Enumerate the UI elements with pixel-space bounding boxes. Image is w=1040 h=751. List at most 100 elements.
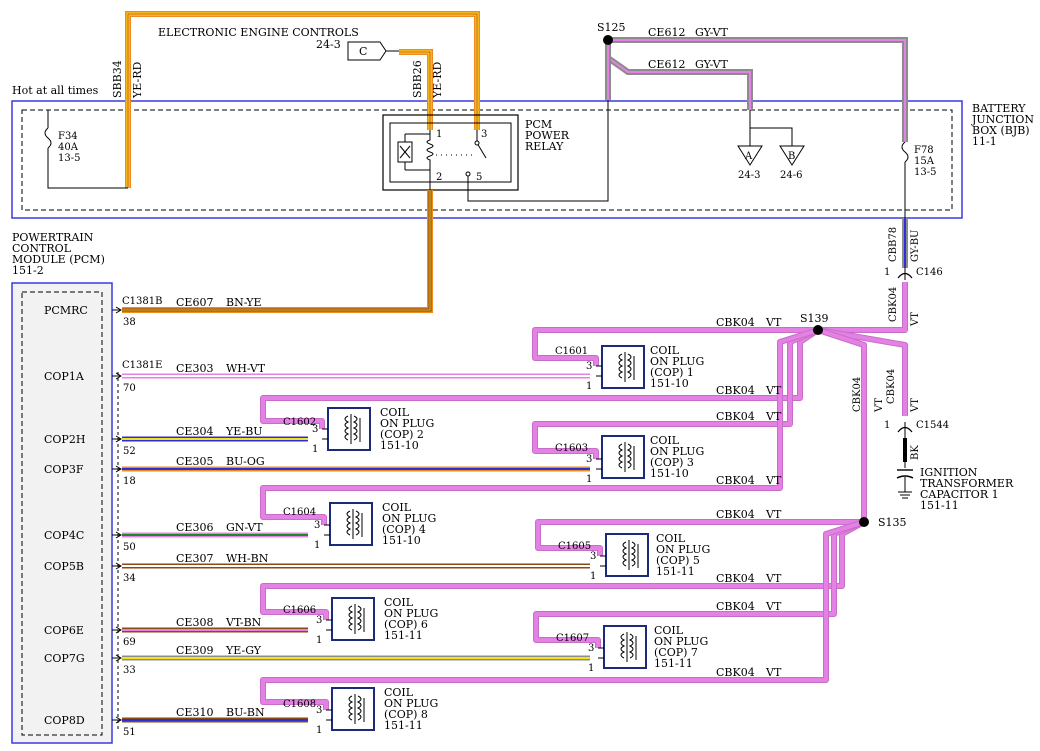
sbb26-label: SBB26 <box>411 60 424 98</box>
pcm-pin-number: 52 <box>123 446 136 457</box>
coil-pin-1: 1 <box>590 571 596 582</box>
pcm-pin-name: COP2H <box>44 433 85 446</box>
relay-pin-1: 1 <box>436 129 442 140</box>
pcm-wire-color: GN-VT <box>226 521 263 534</box>
pcm-pin-arrow <box>112 435 122 443</box>
coil-label-1: COIL <box>380 406 410 419</box>
coil-label-2: ON PLUG <box>656 543 710 556</box>
coil-label-3: (COP) 4 <box>382 523 426 536</box>
pcm-pin-name: COP4C <box>44 529 84 542</box>
coil-secondary-winding <box>626 443 632 469</box>
c1544-pin: 1 <box>884 420 890 431</box>
bjb-label-4: 11-1 <box>972 135 997 148</box>
coil-label-2: ON PLUG <box>650 355 704 368</box>
coil-primary-winding <box>348 605 354 631</box>
bjb-outer-frame <box>11 100 963 219</box>
pcm-pin-number: 69 <box>123 637 136 648</box>
cbk04-feed-color: VT <box>765 508 782 521</box>
hot-at-all-times-label: Hot at all times <box>12 84 99 97</box>
cbk04-feed-color: VT <box>765 572 782 585</box>
pcm-pin-arrow <box>112 306 122 314</box>
relay-pin5-wire <box>467 50 609 202</box>
relay-coil-winding <box>426 130 434 190</box>
coil-label-1: COIL <box>384 596 414 609</box>
pcm-pin-name: COP6E <box>44 624 84 637</box>
splice-s139-label: S139 <box>800 312 829 325</box>
coil-ref: 151-10 <box>650 377 689 390</box>
coil-primary-winding <box>346 510 352 536</box>
splice-s135-label: S135 <box>878 516 907 529</box>
relay-outer-box <box>382 114 519 191</box>
diagram-title: ELECTRONIC ENGINE CONTROLS <box>158 26 359 39</box>
coil-label-3: (COP) 1 <box>650 366 694 379</box>
pcm-pin-arrow <box>112 626 122 634</box>
ce612-a-color: GY-VT <box>695 26 729 39</box>
pcm-label-1: POWERTRAIN <box>12 231 94 244</box>
relay-label-3: RELAY <box>525 140 564 153</box>
coil-primary-winding <box>620 633 626 659</box>
capacitor-plate-bottom <box>896 475 914 479</box>
bjb-label-3: BOX (BJB) <box>972 124 1030 137</box>
coil-pin-3: 3 <box>586 361 592 372</box>
connector-c1381b: C1381B <box>122 296 162 307</box>
diagram-title-ref: 24-3 <box>316 38 341 51</box>
coil-pin-3: 3 <box>586 454 592 465</box>
coil-body <box>605 533 649 577</box>
fuse-f78-rating: 15A <box>914 156 935 167</box>
pcm-wire-circuit: CE304 <box>176 425 213 438</box>
coil-pin-3: 3 <box>312 424 318 435</box>
coil-ref: 151-10 <box>382 534 421 547</box>
ce612-b-color: GY-VT <box>695 58 729 71</box>
connector-c-label: C <box>359 45 367 58</box>
fuse-f34-ref: 13-5 <box>58 153 80 164</box>
ground-a-symbol <box>737 145 763 166</box>
coil-label-1: COIL <box>382 501 412 514</box>
relay-pin-2: 2 <box>436 172 442 183</box>
pcm-pin-number: 38 <box>123 317 136 328</box>
coil-label-2: ON PLUG <box>384 607 438 620</box>
coil-body <box>331 687 375 731</box>
pcm-pin-name: COP1A <box>44 370 85 383</box>
fuse-f34-rating: 40A <box>58 142 79 153</box>
pcm-wire-circuit: CE308 <box>176 616 213 629</box>
cbk04-mid-circuit: CBK04 <box>852 377 863 412</box>
coil-ref: 151-11 <box>384 629 423 642</box>
fuse-f78-symbol <box>901 141 909 163</box>
coil-label-3: (COP) 8 <box>384 708 428 721</box>
fuse-f78-ref: 13-5 <box>914 167 936 178</box>
cbk04-feed-color: VT <box>765 410 782 423</box>
coil-label-2: ON PLUG <box>654 635 708 648</box>
coil-body <box>329 502 373 546</box>
pcm-wire-circuit: CE607 <box>176 296 213 309</box>
coil-secondary-winding <box>628 633 634 659</box>
coil-primary-winding <box>618 353 624 379</box>
capacitor-label-4: 151-11 <box>920 499 959 512</box>
coil-body <box>603 625 647 669</box>
cbk04-to-s135-core <box>817 328 866 522</box>
coil-primary-winding <box>622 541 628 567</box>
cbk04-mid-color: VT <box>874 398 885 413</box>
pcm-wire-color: WH-BN <box>226 552 269 565</box>
coil-connector: C1608 <box>283 699 316 710</box>
coil-ref: 151-11 <box>656 565 695 578</box>
pcm-pin-number: 51 <box>123 727 136 738</box>
pcm-label-3: MODULE (PCM) <box>12 253 105 266</box>
coil-pin-3: 3 <box>590 551 596 562</box>
cbk04-feed-cop-5-core <box>536 520 864 556</box>
c146-pin: 1 <box>884 267 890 278</box>
ground-b-ref: 24-6 <box>780 170 802 181</box>
splice-s125 <box>603 35 613 45</box>
sbb26-color-label: YE-RD <box>431 62 444 99</box>
fuse-f78-name: F78 <box>914 145 934 156</box>
coil-primary-winding <box>348 695 354 721</box>
bjb-label-2: JUNCTION <box>971 113 1034 126</box>
relay-label-1: PCM <box>525 118 552 131</box>
cbk04-feed-circuit: CBK04 <box>716 572 755 585</box>
cbk04-feed-circuit: CBK04 <box>716 316 755 329</box>
